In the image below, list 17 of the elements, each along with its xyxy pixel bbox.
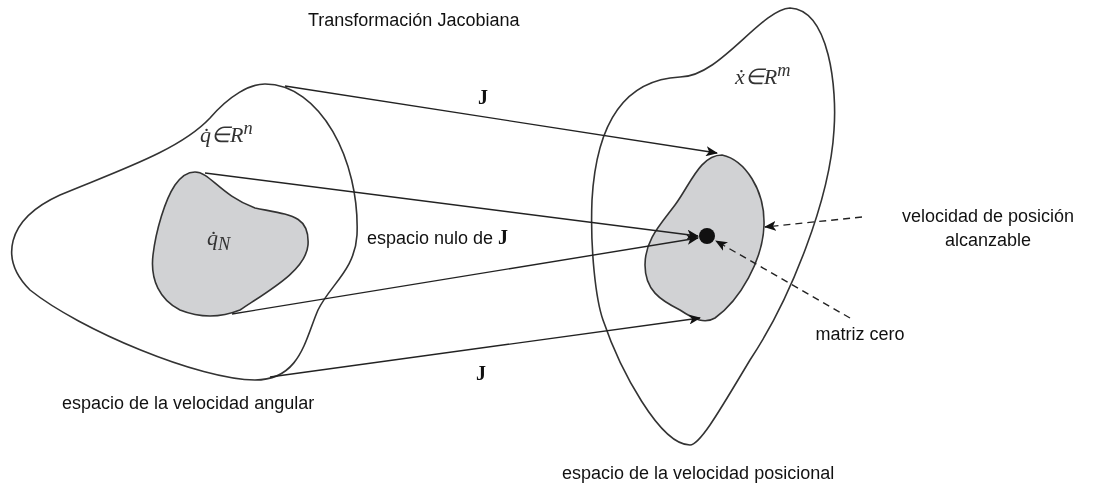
arrow (231, 234, 699, 315)
math-label: ẋ∈R$^{m}$ (735, 60, 791, 91)
title: Transformación Jacobiana (308, 10, 520, 32)
shaded-region-blob (150, 170, 312, 320)
annotation-text: velocidad de posición alcanzable (900, 204, 1076, 252)
region-blob (8, 82, 360, 382)
shaded-region-blob (643, 153, 767, 324)
region-label: espacio de la velocidad angular (62, 393, 315, 415)
leader-line (764, 216, 863, 231)
annotation-text: matriz cero (815, 322, 905, 346)
arrow (204, 172, 699, 240)
math-label: q̇$_{N}$ (207, 225, 231, 257)
arrow (269, 314, 701, 378)
arrow (284, 85, 718, 157)
region-label: espacio de la velocidad posicional (562, 463, 835, 485)
math-label: q̇∈R$^{n}$ (200, 118, 253, 149)
leader-line (715, 240, 851, 319)
